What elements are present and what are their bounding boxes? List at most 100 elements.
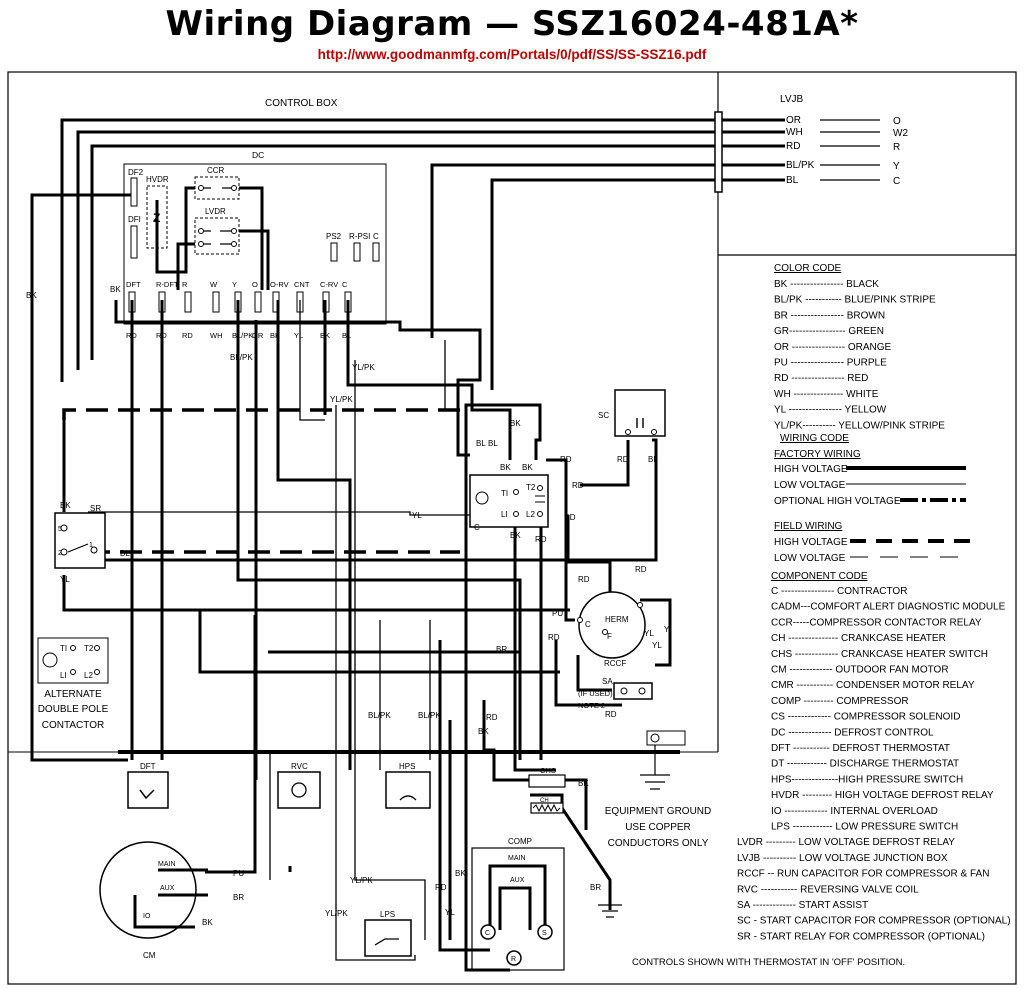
source-url[interactable]: http://www.goodmanmfg.com/Portals/0/pdf/… [317, 47, 707, 62]
component-code-item: CS ------------- COMPRESSOR SOLENOID [771, 712, 960, 723]
terminal-label: O [252, 280, 258, 289]
component-code-item: CM ------------- OUTDOOR FAN MOTOR [771, 665, 949, 676]
ground-symbol: EQUIPMENT GROUND USE COPPER CONDUCTORS O… [598, 730, 712, 918]
terminal-wire-label: BK [270, 331, 280, 340]
wire-label-blpk-hps1: BL/PK [368, 711, 391, 720]
lvjb-wire-color: OR [786, 115, 801, 126]
terminal-wire-label: WH [210, 331, 223, 340]
sa-note-1: (IF USED) [578, 689, 613, 698]
ch-label: CH [540, 798, 549, 804]
component-code-heading: COMPONENT CODE [771, 571, 868, 582]
control-box-label: CONTROL BOX [265, 98, 338, 109]
terminal-label: O-RV [270, 280, 289, 289]
color-code-item: BR ---------------- BROWN [774, 310, 885, 321]
component-code-item: SC - START CAPACITOR FOR COMPRESSOR (OPT… [737, 916, 1011, 927]
component-code-item: CMR ----------- CONDENSER MOTOR RELAY [771, 680, 975, 691]
wire-label-yl-sr: YL [60, 575, 70, 584]
terminal-pin [184, 291, 192, 313]
start-assist-sa: SA (IF USED) NOTE 2 [578, 677, 653, 710]
wire-label-yl-contactor: YL [412, 511, 422, 520]
color-code-item: PU ---------------- PURPLE [774, 358, 887, 369]
start-relay-sr: SR 5 2 1 [54, 504, 106, 569]
ground-text-3: CONDUCTORS ONLY [608, 838, 709, 849]
run-capacitor-rccf: HERM RCCF C F [577, 591, 646, 668]
wire-label-rd-right: RD [635, 565, 647, 574]
low-voltage-wires [88, 300, 478, 961]
cm-label: CM [143, 951, 156, 960]
relay-lvdr-label: LVDR [205, 207, 226, 216]
color-code-item: WH --------------- WHITE [774, 389, 879, 400]
wire-label-rd-comp: RD [435, 883, 447, 892]
lvjb-terminal: O [893, 116, 901, 127]
hps-label: HPS [399, 762, 415, 771]
terminal-pin [254, 291, 262, 313]
lvjb-terminal: Y [893, 161, 900, 172]
wire-label-yl-rccf1: YL [644, 629, 654, 638]
contactor-t2: T2 [526, 483, 536, 492]
color-code-item: GR----------------- GREEN [774, 326, 884, 337]
wire-label-bl-sc: BL [648, 455, 658, 464]
component-code-item: LVJB ---------- LOW VOLTAGE JUNCTION BOX [737, 853, 948, 864]
lvjb-terminal: C [893, 176, 900, 187]
terminal-wire-label: YL [294, 331, 303, 340]
comp-r-pin: R [511, 956, 516, 963]
wire-label-rd-herm: RD [578, 575, 590, 584]
lvjb-wire-color: BL [786, 175, 799, 186]
terminal-wire-label: RD [182, 331, 193, 340]
color-code-item: RD ---------------- RED [774, 373, 868, 384]
wire-label-rd-sc: RD [617, 455, 629, 464]
rvc-label: RVC [291, 762, 308, 771]
contactor-label: C [474, 523, 480, 532]
terminal-label: Y [232, 280, 237, 289]
relay-hvdr-label: HVDR [146, 175, 169, 184]
wire-label-bk-dc: BK [110, 285, 121, 294]
alt-text-3: CONTACTOR [42, 720, 104, 731]
wire-labels: BK BK BK BL YL YL/PK YL/PK BL/PK YL BL B… [26, 285, 670, 927]
wire-label-bk-c1: BK [510, 419, 521, 428]
svg-text:1: 1 [89, 542, 93, 549]
comp-aux-label: AUX [510, 877, 525, 884]
wire-label-bl-c2: BL [488, 439, 498, 448]
lvjb-wire-color: BL/PK [786, 160, 815, 171]
wire-label-bk-sr: BK [60, 501, 71, 510]
color-code-heading: COLOR CODE [774, 263, 842, 274]
crankcase-heater: CHS CH [528, 766, 566, 814]
component-code-item: DFT ----------- DEFROST THERMOSTAT [771, 743, 950, 754]
wire-label-rd-c1: RD [535, 535, 547, 544]
legend-field-low: LOW VOLTAGE [774, 553, 846, 564]
ground-text-1: EQUIPMENT GROUND [605, 806, 712, 817]
wire-label-yl-comp: YL [445, 908, 455, 917]
component-code-item: COMP --------- COMPRESSOR [771, 696, 909, 707]
cm-main-label: MAIN [158, 861, 176, 868]
compressor: COMP MAIN AUX C S R [471, 837, 565, 971]
pin-ps2-label: PS2 [326, 232, 342, 241]
lvjb-label: LVJB [780, 94, 803, 105]
wire-label-bk-c2: BK [500, 463, 511, 472]
component-code-item: IO ------------- INTERNAL OVERLOAD [771, 806, 938, 817]
component-code-item: RVC ----------- REVERSING VALVE COIL [737, 884, 919, 895]
terminal-label: CNT [294, 280, 310, 289]
comp-main-label: MAIN [508, 855, 526, 862]
component-code-item: DC ------------- DEFROST CONTROL [771, 727, 934, 738]
wire-label-bk-ch: BK [578, 779, 589, 788]
color-code-item: YL ---------------- YELLOW [774, 405, 887, 416]
wire-label-rd-c2: RD [560, 455, 572, 464]
field-wiring-heading: FIELD WIRING [774, 521, 843, 532]
legend-optional-high: OPTIONAL HIGH VOLTAGE [774, 496, 901, 507]
rccf-label: RCCF [604, 659, 626, 668]
color-code-item: OR ---------------- ORANGE [774, 342, 892, 353]
wire-label-bk-left: BK [26, 291, 37, 300]
alt-t1: TI [60, 644, 67, 653]
diagram-title: Wiring Diagram — SSZ16024-481A* [165, 4, 859, 44]
wire-label-rd-sa: RD [605, 710, 617, 719]
wire-label-pu: PU [552, 609, 563, 618]
lvjb-connector [714, 111, 723, 193]
terminal-label: R [182, 280, 188, 289]
wire-label-ylpk-lps2: YL/PK [325, 909, 348, 918]
contactor-t1: TI [501, 489, 508, 498]
footer-note: CONTROLS SHOWN WITH THERMOSTAT IN 'OFF' … [632, 957, 905, 968]
wire-label-bk-c3: BK [522, 463, 533, 472]
dft-label: DFT [140, 762, 156, 771]
component-code-item: HPS--------------HIGH PRESSURE SWITCH [771, 774, 963, 785]
